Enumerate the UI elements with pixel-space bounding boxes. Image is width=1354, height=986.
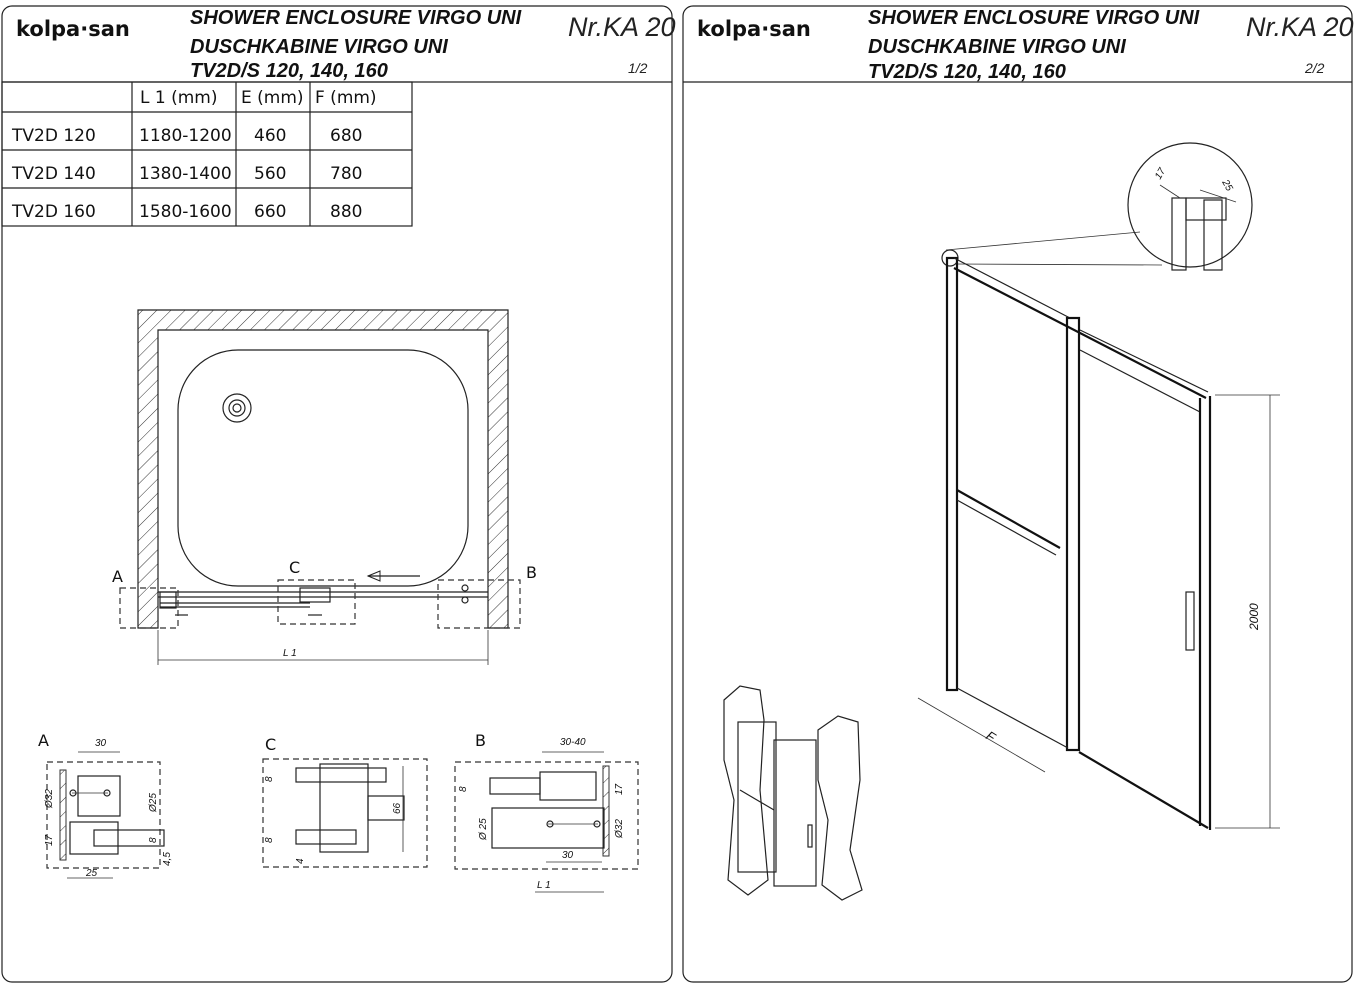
model-list: TV2D/S 120, 140, 160 [868, 61, 1066, 83]
dim-label: 17 [44, 834, 55, 846]
model-list: TV2D/S 120, 140, 160 [190, 60, 388, 82]
table-cell: 1180-1200 [139, 126, 232, 146]
dim-label: 17 [614, 783, 625, 795]
table-header: L 1 (mm) [140, 88, 217, 108]
depth-dimension: F [983, 728, 999, 745]
table-cell: TV2D 140 [11, 164, 96, 184]
dim-label: 17 [1153, 166, 1168, 182]
callout-c: C [289, 558, 300, 577]
page-number: 2/2 [1304, 60, 1325, 76]
dim-label: 8 [264, 837, 275, 843]
detail-b: B 30-40 8 17 Ø 25 Ø32 30 L 1 [454, 731, 639, 893]
callout-b: B [526, 563, 537, 582]
detail-a-label: A [38, 731, 49, 750]
title-german: DUSCHKABINE VIRGO UNI [190, 36, 448, 58]
profile-detail: 17 25 [941, 142, 1253, 271]
dim-label: 25 [1219, 177, 1235, 193]
table-cell: 880 [330, 202, 362, 222]
dim-label: Ø25 [148, 793, 159, 813]
drain-icon [222, 393, 252, 423]
table-cell: TV2D 120 [11, 126, 96, 146]
sheet-2-border [682, 5, 1353, 983]
title-german: DUSCHKABINE VIRGO UNI [868, 36, 1126, 58]
dim-label: 8 [458, 786, 469, 792]
door-handle [1185, 591, 1195, 651]
dim-label: Ø32 [44, 789, 55, 809]
brand-logo: kolpa·san [697, 17, 811, 41]
dim-label: 30 [562, 850, 574, 861]
table-row: TV2D 140 1380-1400 560 780 [11, 164, 362, 184]
table-header: E (mm) [241, 88, 304, 108]
table-cell: TV2D 160 [11, 202, 96, 222]
title-english: SHOWER ENCLOSURE VIRGO UNI [868, 7, 1200, 29]
table-row: TV2D 120 1180-1200 460 680 [11, 126, 362, 146]
dim-label: 30-40 [560, 737, 586, 748]
table-cell: 560 [254, 164, 286, 184]
table-row: TV2D 160 1580-1600 660 880 [11, 202, 362, 222]
installation-sketch [723, 685, 863, 901]
callout-a: A [112, 567, 123, 586]
towel-bar [956, 489, 1061, 549]
page-number: 1/2 [628, 60, 648, 76]
table-cell: 1380-1400 [139, 164, 232, 184]
dim-label: Ø32 [614, 819, 625, 839]
height-dimension: 2000 [1247, 603, 1261, 631]
table-header: F (mm) [315, 88, 377, 108]
dim-label: 4 [295, 858, 306, 864]
dim-label: 8 [148, 837, 159, 843]
detail-b-label: B [475, 731, 486, 750]
plan-view: A C B L 1 [112, 309, 537, 665]
table-cell: 460 [254, 126, 286, 146]
dim-label: 66 [392, 802, 403, 814]
brand-logo: kolpa·san [16, 17, 130, 41]
table-cell: 660 [254, 202, 286, 222]
title-english: SHOWER ENCLOSURE VIRGO UNI [190, 7, 522, 29]
sheet-1: kolpa·san SHOWER ENCLOSURE VIRGO UNI DUS… [1, 5, 676, 983]
table-cell: 780 [330, 164, 362, 184]
dim-label: 8 [264, 776, 275, 782]
dim-label: Ø 25 [478, 818, 489, 841]
table-cell: 680 [330, 126, 362, 146]
dimension-l1: L 1 [283, 648, 297, 659]
document-number: Nr.KA 20 [1246, 12, 1354, 42]
detail-a: A 30 Ø32 Ø25 17 8 25 4,5 [38, 731, 173, 879]
table-cell: 1580-1600 [139, 202, 232, 222]
document-number: Nr.KA 20 [568, 12, 676, 42]
shower-tray [177, 349, 469, 587]
sheet-1-border [1, 5, 673, 983]
detail-c-label: C [265, 735, 276, 754]
dim-label: L 1 [537, 880, 551, 891]
dim-label: 30 [95, 738, 107, 749]
dim-label: 4,5 [162, 852, 173, 866]
sheet-2: kolpa·san SHOWER ENCLOSURE VIRGO UNI DUS… [682, 5, 1354, 983]
detail-c: C 8 8 66 4 [262, 735, 428, 868]
dimensions-table: L 1 (mm) E (mm) F (mm) TV2D 120 1180-120… [1, 81, 413, 227]
enclosure-perspective: 2000 F [917, 256, 1280, 830]
dim-label: 25 [85, 868, 98, 879]
